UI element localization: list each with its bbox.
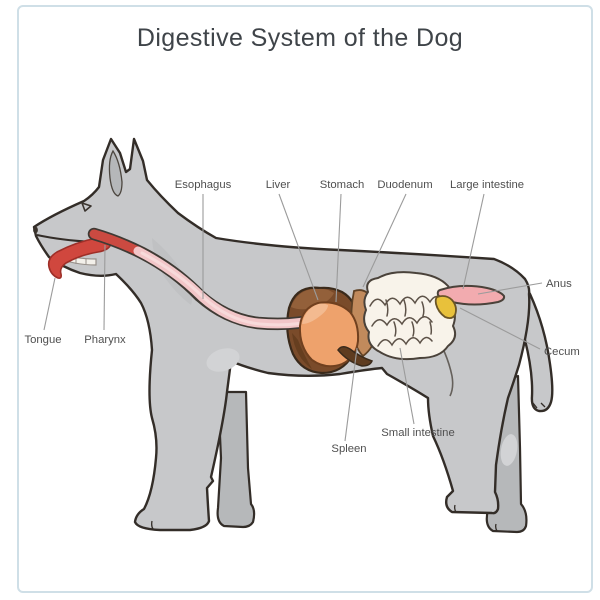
label-duodenum: Duodenum xyxy=(377,179,432,191)
spleen-leader-line xyxy=(344,347,358,442)
spleen-shape xyxy=(337,346,373,367)
stomach-leader-line xyxy=(335,193,342,303)
tongue-shape xyxy=(47,237,112,279)
small-intestine-leader-line xyxy=(399,347,415,425)
label-anus: Anus xyxy=(546,278,572,290)
paw-marks xyxy=(151,402,546,532)
large-intestine-shape xyxy=(436,284,506,306)
far-front-leg xyxy=(216,390,256,529)
anus-leader-line xyxy=(477,282,543,295)
label-pharynx: Pharynx xyxy=(84,334,126,346)
eye-icon xyxy=(81,202,92,212)
duodenum-leader-line xyxy=(362,193,407,288)
label-tongue: Tongue xyxy=(24,334,61,346)
esophagus-highlight xyxy=(140,251,318,327)
leader-lines xyxy=(43,193,543,442)
label-cecum: Cecum xyxy=(544,346,580,358)
diagram-title: Digestive System of the Dog xyxy=(136,24,464,52)
liver-leader-line xyxy=(278,193,319,301)
label-stomach: Stomach xyxy=(320,179,365,191)
shoulder-highlight xyxy=(206,348,240,372)
tongue-leader-line xyxy=(43,277,56,331)
dog-body xyxy=(32,137,531,532)
intestine-coils xyxy=(369,295,444,347)
stomach-highlight xyxy=(302,303,328,324)
large-intestine-leader-line xyxy=(462,193,485,290)
label-esophagus: Esophagus xyxy=(175,179,232,191)
cecum-shape xyxy=(434,295,457,320)
thigh-highlight xyxy=(500,434,518,466)
nose-tip xyxy=(33,226,38,234)
esophagus-tube xyxy=(87,227,325,331)
body-group xyxy=(32,137,554,532)
intestines-group xyxy=(363,271,506,361)
pharynx-leader-line xyxy=(103,244,106,331)
inner-ear xyxy=(108,149,123,197)
organ-labels: Esophagus Liver Stomach Duodenum Large i… xyxy=(24,179,579,455)
liver-shadow xyxy=(292,333,312,369)
liver-highlight xyxy=(291,288,334,310)
label-liver: Liver xyxy=(266,179,291,191)
label-spleen: Spleen xyxy=(331,443,366,455)
small-intestine-shape xyxy=(363,271,457,361)
label-large-intestine: Large intestine xyxy=(450,179,524,191)
cecum-leader-line xyxy=(459,307,541,350)
label-small-intestine: Small intestine xyxy=(381,427,454,439)
